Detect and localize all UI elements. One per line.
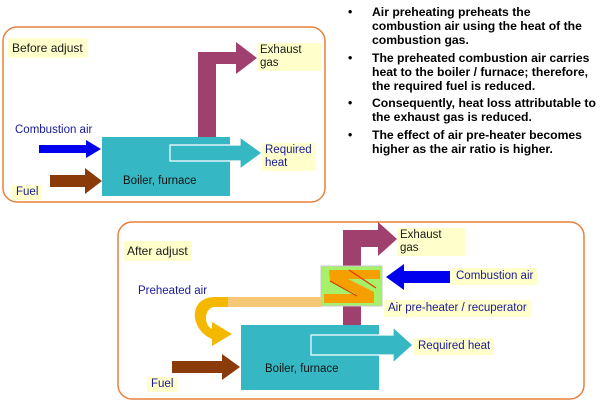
bullet-icon: • — [348, 96, 353, 111]
bullet-list: •Air preheating preheats the combustion … — [346, 5, 598, 159]
after-exhaust-label: Exhaust gas — [397, 228, 465, 256]
before-fuel-label: Fuel — [12, 185, 43, 200]
bullet-icon: • — [348, 5, 353, 19]
before-exhaust-arrow — [198, 42, 257, 137]
before-required-heat-label: Required heat — [262, 143, 316, 171]
before-combustion-air-label: Combustion air — [15, 124, 93, 136]
before-boiler-label: Boiler, furnace — [123, 175, 197, 187]
after-fuel-label: Fuel — [147, 377, 178, 392]
bullet-icon: • — [348, 127, 353, 142]
preheater-heat-exchange — [324, 270, 380, 303]
preheated-air-return-arrow — [194, 297, 232, 346]
bullet-item: •The preheated combustion air carries he… — [348, 50, 590, 94]
after-combustion-air-arrow — [386, 264, 450, 290]
after-required-heat-arrow — [310, 325, 414, 365]
before-title: Before adjust — [8, 38, 87, 58]
bullet-item: •Consequently, heat loss attributable to… — [348, 96, 596, 125]
after-boiler-label: Boiler, furnace — [265, 363, 339, 375]
preheated-air-label: Preheated air — [138, 285, 208, 297]
preheated-air-pipe — [228, 297, 321, 307]
before-required-heat-arrow — [169, 135, 264, 171]
after-fuel-arrow — [172, 354, 240, 380]
after-combustion-air-label: Combustion air — [452, 268, 538, 285]
bullet-icon: • — [348, 50, 353, 65]
bullet-item: •The effect of air pre-heater becomes hi… — [348, 127, 582, 156]
after-title: After adjust — [123, 241, 192, 261]
before-fuel-arrow — [50, 168, 102, 194]
before-exhaust-label: Exhaust gas — [257, 43, 321, 71]
bullet-item: •Air preheating preheats the combustion … — [348, 5, 582, 48]
before-combustion-air-arrow — [39, 140, 101, 158]
preheater-label: Air pre-heater / recuperator — [384, 300, 531, 317]
after-required-heat-label: Required heat — [414, 338, 495, 355]
